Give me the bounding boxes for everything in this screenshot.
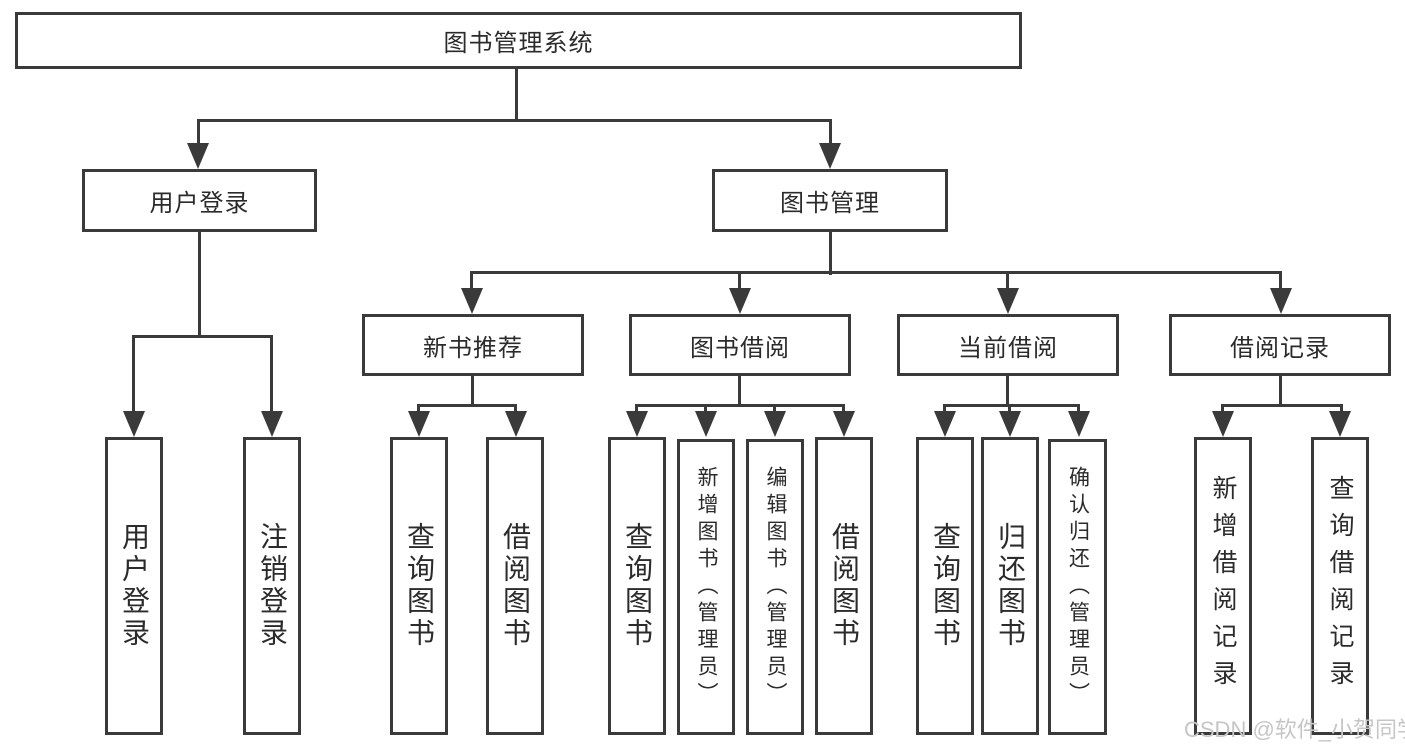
connector-line xyxy=(515,69,518,121)
connector-line xyxy=(943,404,946,416)
connector-line xyxy=(1221,404,1224,416)
arrowhead-icon xyxy=(729,288,751,314)
arrowhead-icon xyxy=(461,288,483,314)
connector-line xyxy=(197,119,831,122)
leaf-logout-login: 注销登录 xyxy=(243,437,301,735)
connector-line xyxy=(1006,271,1009,291)
node-borrowing-records: 借阅记录 xyxy=(1169,314,1391,376)
leaf-query-books-3-label: 查询图书 xyxy=(930,522,961,650)
arrowhead-icon xyxy=(1212,411,1234,437)
connector-line xyxy=(738,376,741,407)
leaf-query-borrow-record: 查询借阅记录 xyxy=(1311,437,1369,735)
leaf-borrow-books-1: 借阅图书 xyxy=(486,437,544,735)
arrowhead-icon xyxy=(764,411,786,437)
connector-line xyxy=(1340,404,1343,416)
leaf-logout-login-label: 注销登录 xyxy=(257,522,288,650)
leaf-edit-books-admin: 编辑图书（管理员） xyxy=(746,439,804,735)
connector-line xyxy=(842,404,845,416)
connector-line xyxy=(470,271,473,291)
connector-line xyxy=(514,404,517,416)
connector-line xyxy=(773,404,776,416)
connector-line xyxy=(1006,376,1009,407)
arrowhead-icon xyxy=(1329,411,1351,437)
node-user-login: 用户登录 xyxy=(82,169,317,232)
arrowhead-icon xyxy=(626,411,648,437)
connector-line xyxy=(829,232,832,275)
connector-line xyxy=(829,119,832,147)
connector-line xyxy=(635,404,845,407)
node-book-management: 图书管理 xyxy=(712,169,948,232)
leaf-user-login-label: 用户登录 xyxy=(119,522,150,650)
node-current-borrowing: 当前借阅 xyxy=(897,314,1119,376)
connector-line xyxy=(1221,404,1343,407)
node-book-borrowing-label: 图书借阅 xyxy=(690,334,790,362)
node-borrowing-records-label: 借阅记录 xyxy=(1230,334,1330,362)
arrowhead-icon xyxy=(819,143,841,169)
node-book-management-label: 图书管理 xyxy=(780,190,880,217)
arrowhead-icon xyxy=(1068,411,1090,437)
arrowhead-icon xyxy=(999,411,1021,437)
connector-line xyxy=(1008,404,1011,416)
node-user-login-label: 用户登录 xyxy=(149,190,250,217)
leaf-edit-books-admin-label: 编辑图书（管理员） xyxy=(764,465,787,709)
arrowhead-icon xyxy=(123,411,145,437)
connector-line xyxy=(1279,271,1282,291)
leaf-add-books-admin-label: 新增图书（管理员） xyxy=(695,465,718,709)
leaf-query-books-2-label: 查询图书 xyxy=(622,522,653,650)
leaf-return-books-label: 归还图书 xyxy=(995,522,1026,650)
connector-line xyxy=(635,404,638,416)
leaf-borrow-books-2-label: 借阅图书 xyxy=(829,522,860,650)
connector-line xyxy=(1077,404,1080,416)
connector-line xyxy=(738,271,741,291)
connector-line xyxy=(471,376,474,407)
leaf-add-borrow-record-label: 新增借阅记录 xyxy=(1209,475,1237,697)
leaf-return-books: 归还图书 xyxy=(981,437,1039,735)
leaf-confirm-return-admin-label: 确认归还（管理员） xyxy=(1066,465,1090,709)
leaf-confirm-return-admin: 确认归还（管理员） xyxy=(1048,439,1107,735)
connector-line xyxy=(198,232,201,338)
leaf-add-books-admin: 新增图书（管理员） xyxy=(677,439,735,735)
leaf-add-borrow-record: 新增借阅记录 xyxy=(1194,437,1252,735)
leaf-borrow-books-2: 借阅图书 xyxy=(815,437,873,735)
connector-line xyxy=(1279,376,1282,407)
node-new-book-recommend-label: 新书推荐 xyxy=(423,334,523,362)
connector-line xyxy=(417,404,420,416)
connector-line xyxy=(943,404,1080,407)
leaf-query-books-2: 查询图书 xyxy=(608,437,666,735)
leaf-borrow-books-1-label: 借阅图书 xyxy=(500,522,531,650)
arrowhead-icon xyxy=(997,288,1019,314)
connector-line xyxy=(470,271,1282,274)
arrowhead-icon xyxy=(934,411,956,437)
leaf-query-books-1: 查询图书 xyxy=(390,437,448,735)
connector-line xyxy=(704,404,707,416)
leaf-user-login: 用户登录 xyxy=(105,437,163,735)
node-current-borrowing-label: 当前借阅 xyxy=(958,334,1058,362)
arrowhead-icon xyxy=(408,411,430,437)
node-root-label: 图书管理系统 xyxy=(443,30,594,57)
arrowhead-icon xyxy=(833,411,855,437)
connector-line xyxy=(132,335,273,338)
node-new-book-recommend: 新书推荐 xyxy=(362,314,584,376)
connector-line xyxy=(197,119,200,147)
node-root: 图书管理系统 xyxy=(15,12,1022,69)
arrowhead-icon xyxy=(505,411,527,437)
arrowhead-icon xyxy=(187,143,209,169)
arrowhead-icon xyxy=(1270,288,1292,314)
leaf-query-borrow-record-label: 查询借阅记录 xyxy=(1326,475,1354,697)
connector-line xyxy=(417,404,517,407)
arrowhead-icon xyxy=(261,411,283,437)
connector-line xyxy=(132,335,135,415)
leaf-query-books-3: 查询图书 xyxy=(916,437,974,735)
leaf-query-books-1-label: 查询图书 xyxy=(404,522,435,650)
node-book-borrowing: 图书借阅 xyxy=(629,314,851,376)
connector-line xyxy=(270,335,273,415)
arrowhead-icon xyxy=(695,411,717,437)
csdn-watermark: CSDN @软件_小贺同学 xyxy=(1184,717,1405,742)
